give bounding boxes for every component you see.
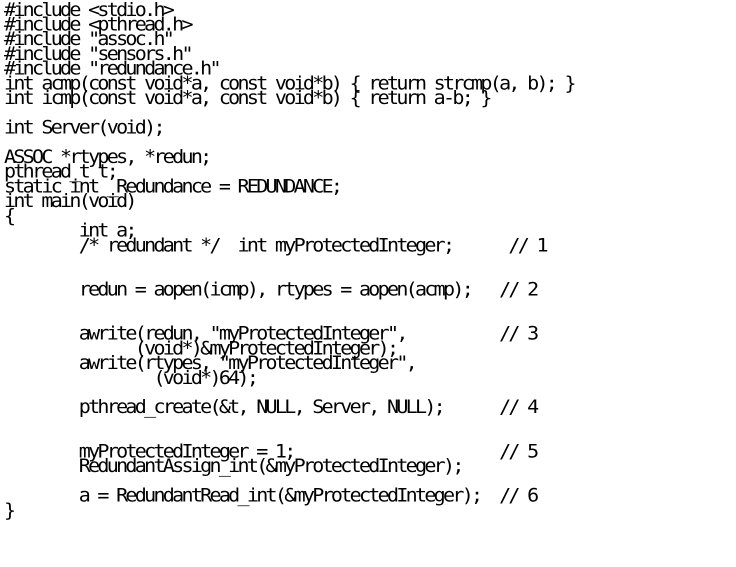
code-line: RedundantAssign_int(&myProtectedInteger)…: [4, 454, 465, 477]
source-code-listing: #include <stdio.h>#include <pthread.h>#i…: [4, 0, 577, 521]
code-line: #include "sensors.h": [4, 42, 194, 65]
code-line: a = RedundantRead_int(&myProtectedIntege…: [4, 484, 539, 507]
code-line: #include "assoc.h": [4, 27, 175, 50]
code-line: }: [4, 498, 16, 521]
code-line: ASSOC *rtypes, *redun;: [4, 145, 212, 168]
code-line: (void*)&myProtectedInteger);: [4, 336, 399, 359]
code-line: awrite(redun, "myProtectedInteger", // 3: [4, 322, 539, 345]
code-line: #include <pthread.h>: [4, 13, 194, 36]
code-line: {: [4, 204, 16, 227]
code-line: int Server(void);: [4, 116, 166, 139]
code-line: #include <stdio.h>: [4, 0, 175, 21]
code-line: int main(void): [4, 189, 137, 212]
code-line: pthread_t t;: [4, 160, 119, 183]
code-line: awrite(rtypes, "myProtectedInteger",: [4, 351, 418, 374]
code-line: pthread_create(&t, NULL, Server, NULL); …: [4, 395, 539, 418]
code-line: /* redundant */ int myProtectedInteger; …: [4, 233, 549, 256]
code-line: redun = aopen(icmp), rtypes = aopen(acmp…: [4, 278, 539, 301]
code-line: #include "redundance.h": [4, 57, 222, 80]
code-line: static int _Redundance = REDUNDANCE;: [4, 174, 343, 198]
code-line: int acmp(const void*a, const void*b) { r…: [4, 71, 577, 94]
code-line: int a;: [4, 219, 138, 242]
code-line: (void*)64);: [4, 366, 258, 389]
code-line: myProtectedInteger = 1; // 5: [4, 439, 539, 462]
code-line: int icmp(const void*a, const void*b) { r…: [4, 86, 492, 109]
